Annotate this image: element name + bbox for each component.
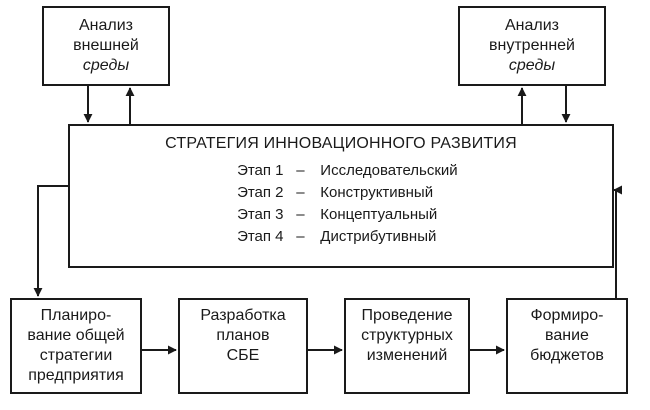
box-text-line: структурных	[361, 327, 453, 344]
stage-dash: –	[296, 206, 305, 223]
box-text-line: Планиро-	[40, 307, 112, 324]
box-text-line: Проведение	[361, 307, 453, 324]
box-text-line: планов	[216, 327, 270, 344]
external-analysis-box: Анализ внешней среды	[42, 6, 170, 86]
stage-dash: –	[296, 162, 305, 179]
stage-name: Конструктивный	[320, 184, 434, 201]
sbu-plans-box: Разработка планов СБЕ	[178, 298, 308, 394]
internal-analysis-box: Анализ внутренней среды	[458, 6, 606, 86]
box-text-line: предприятия	[28, 367, 124, 384]
stage-dash: –	[296, 228, 305, 245]
box-text-line: вание	[545, 327, 589, 344]
box-text-line: вание общей	[27, 327, 125, 344]
box-text-line: изменений	[366, 347, 448, 364]
stage-row-4: Этап 4 – Дистрибутивный	[224, 226, 436, 248]
strategy-planning-box: Планиро- вание общей стратегии предприят…	[10, 298, 142, 394]
budgeting-box: Формиро- вание бюджетов	[506, 298, 628, 394]
stage-label: Этап 3	[237, 206, 284, 223]
strategy-title: СТРАТЕГИЯ ИННОВАЦИОННОГО РАЗВИТИЯ	[165, 135, 517, 152]
box-text-line: СБЕ	[226, 347, 260, 364]
stage-name: Концептуальный	[320, 206, 438, 223]
stage-label: Этап 4	[237, 228, 284, 245]
stage-name: Дистрибутивный	[320, 228, 437, 245]
box-text-line: бюджетов	[530, 347, 604, 364]
stage-row-2: Этап 2 – Конструктивный	[224, 182, 433, 204]
structural-changes-box: Проведение структурных изменений	[344, 298, 470, 394]
arrow-budget-feedback	[613, 185, 623, 298]
stage-row-1: Этап 1 – Исследовательский	[224, 160, 458, 182]
stage-row-3: Этап 3 – Концептуальный	[224, 204, 437, 226]
box-text-line: Разработка	[200, 307, 286, 324]
stage-name: Исследовательский	[320, 162, 458, 179]
external-analysis-line-2: внешней	[73, 37, 139, 54]
stage-label: Этап 2	[237, 184, 284, 201]
internal-analysis-line-1: Анализ	[504, 17, 559, 34]
internal-analysis-line-3: среды	[508, 57, 556, 74]
stage-list: Этап 1 – Исследовательский Этап 2 – Конс…	[224, 160, 458, 248]
stage-label: Этап 1	[237, 162, 284, 179]
box-text-line: стратегии	[39, 347, 113, 364]
strategy-box: СТРАТЕГИЯ ИННОВАЦИОННОГО РАЗВИТИЯ Этап 1…	[68, 124, 614, 268]
stage-dash: –	[296, 184, 305, 201]
internal-analysis-line-2: внутренней	[489, 37, 575, 54]
box-text-line: Формиро-	[530, 307, 604, 324]
external-analysis-line-3: среды	[82, 57, 130, 74]
arrow-strategy-to-planning	[33, 185, 68, 297]
external-analysis-line-1: Анализ	[78, 17, 133, 34]
